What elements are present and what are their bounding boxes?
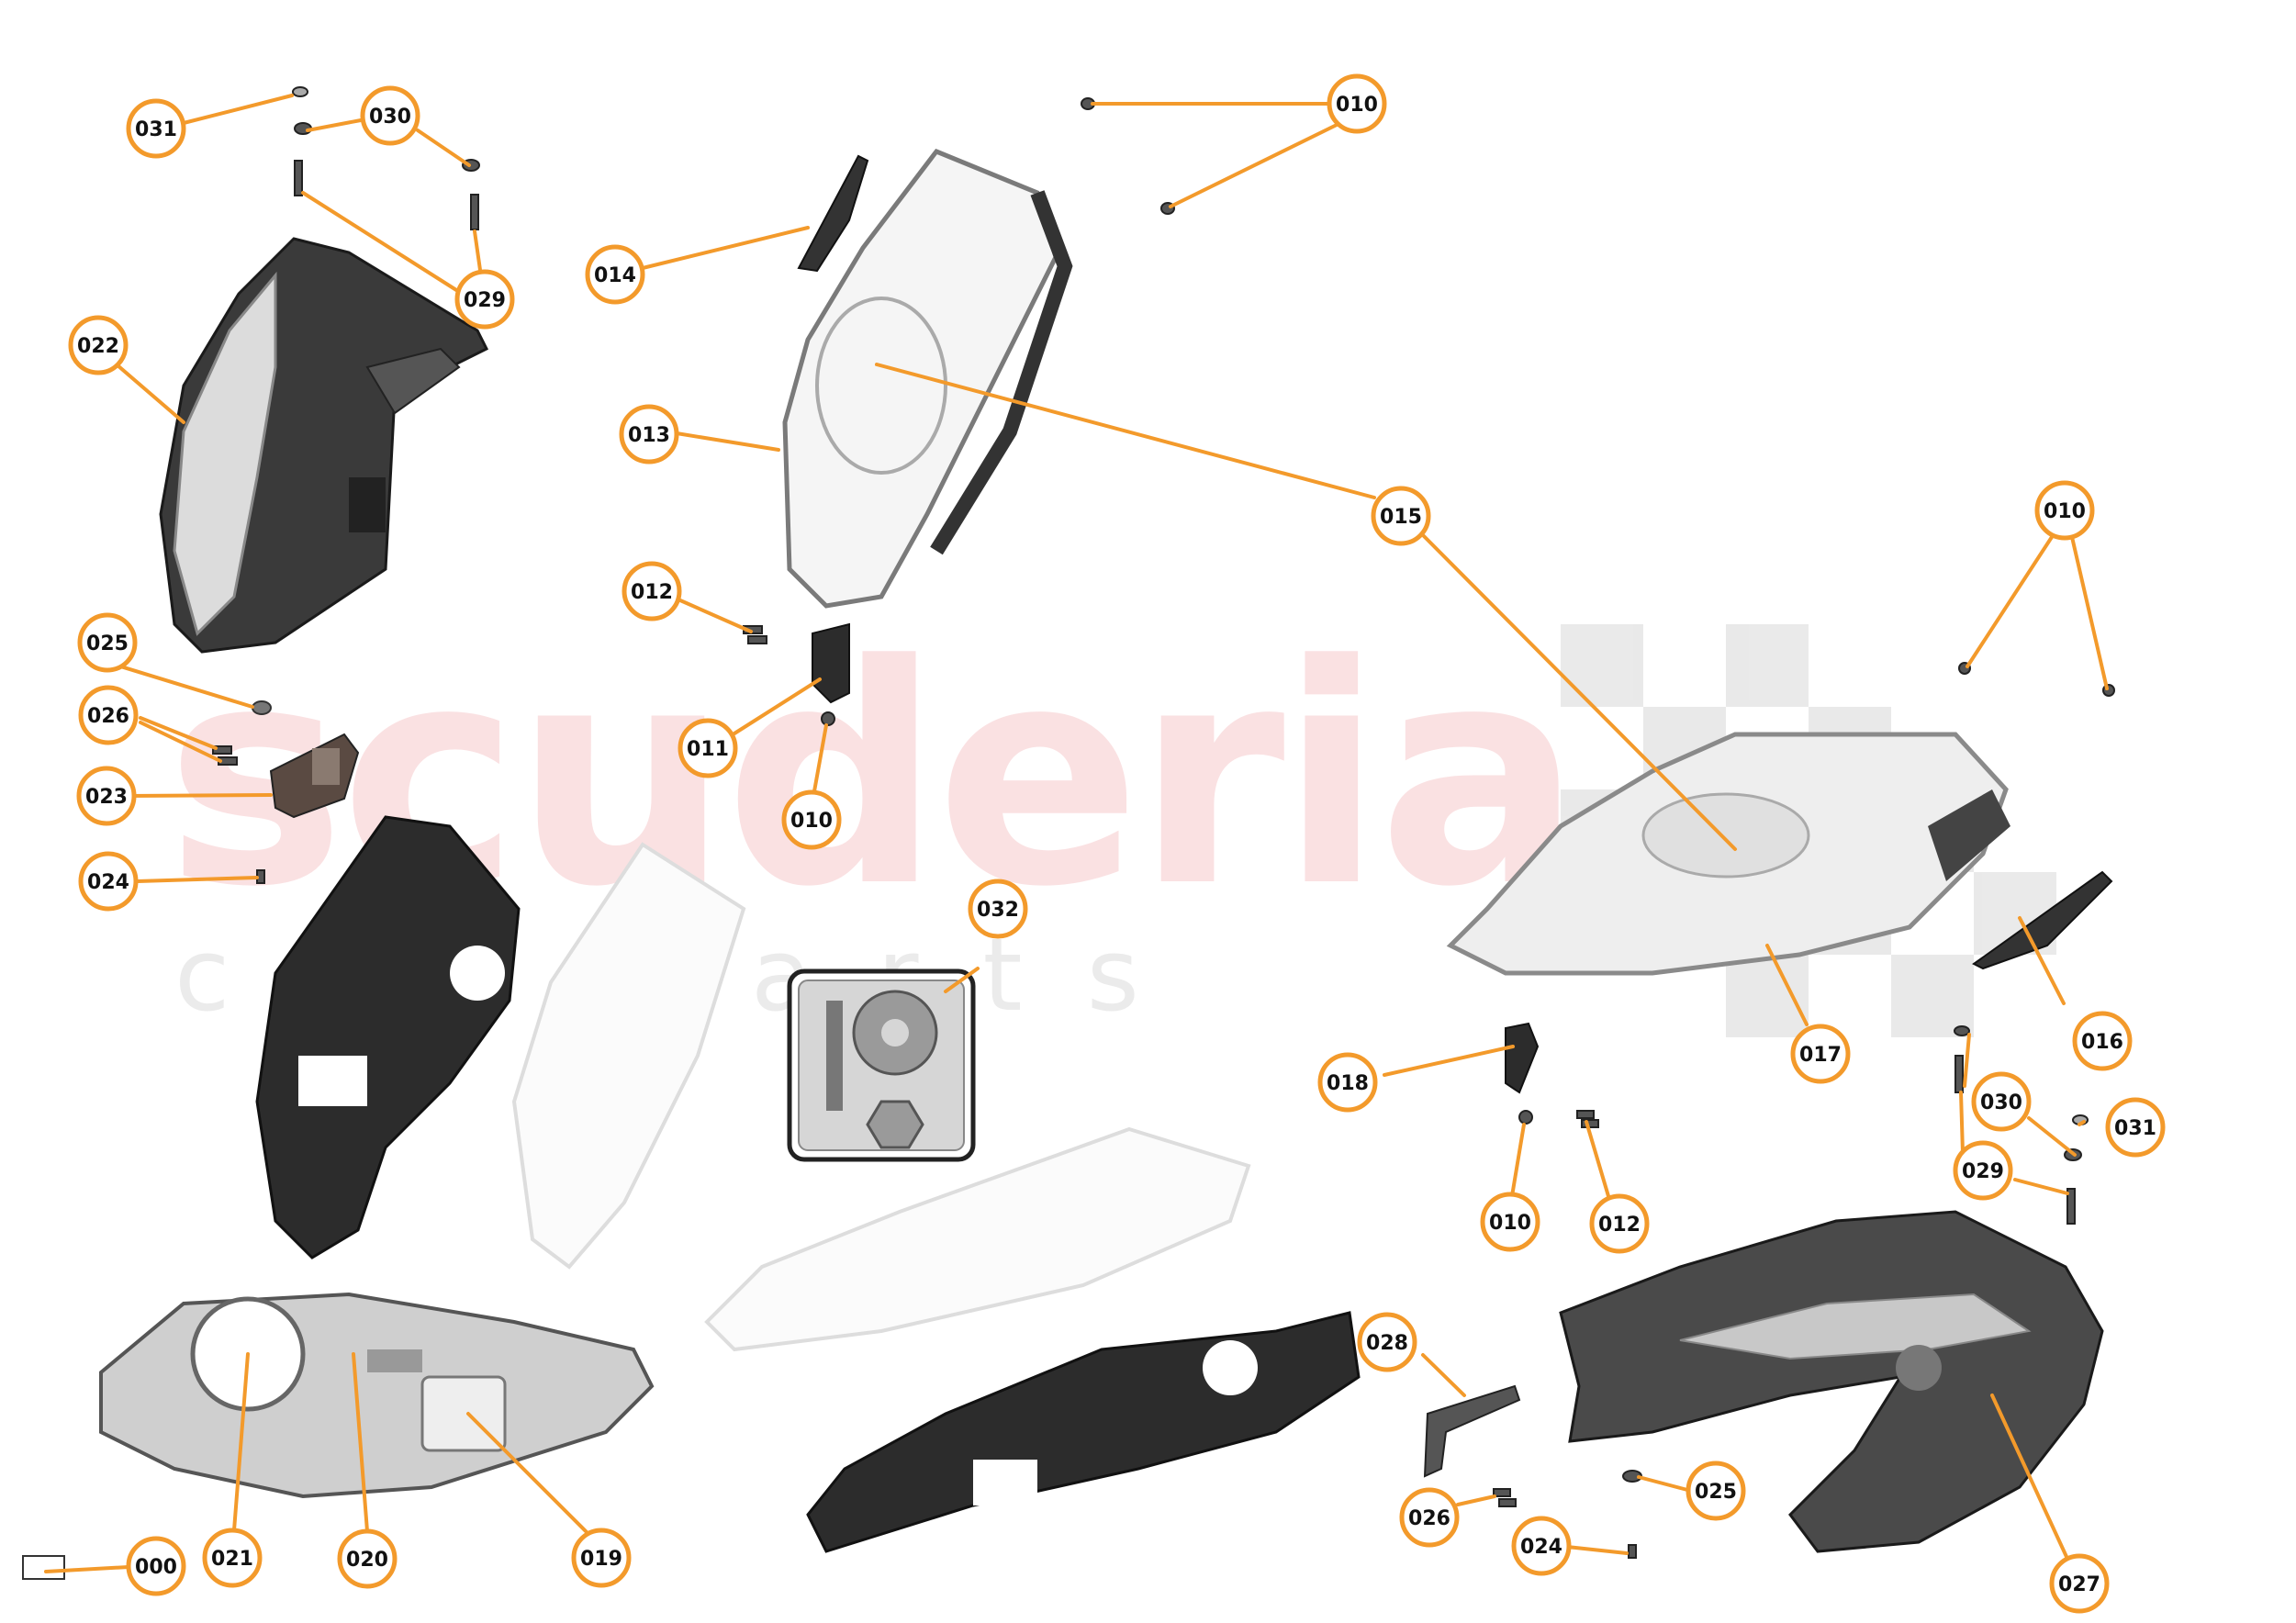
callout-014[interactable]: 014	[585, 244, 645, 305]
callout-024-a[interactable]: 024	[78, 851, 139, 912]
callout-label: 010	[2044, 500, 2086, 523]
callout-label: 029	[464, 289, 506, 312]
callout-label: 031	[2114, 1117, 2156, 1140]
callout-label: 022	[77, 335, 119, 358]
callout-026-a[interactable]: 026	[78, 685, 139, 745]
callout-030-b[interactable]: 030	[1971, 1071, 2032, 1132]
part-housing-lower	[806, 1311, 1361, 1553]
callout-label: 014	[594, 264, 636, 287]
part-014-trim	[797, 154, 869, 273]
part-housing-rear-openings	[298, 946, 505, 1106]
callout-023[interactable]: 023	[76, 766, 137, 826]
callout-028[interactable]: 028	[1357, 1312, 1417, 1372]
callout-label: 031	[135, 118, 177, 141]
callout-label: 025	[86, 632, 129, 655]
callout-015[interactable]: 015	[1371, 486, 1431, 546]
callout-label: 030	[369, 106, 411, 129]
callout-label: 016	[2081, 1031, 2123, 1054]
callout-026-b[interactable]: 026	[1399, 1487, 1460, 1548]
callout-010-c[interactable]: 010	[2034, 480, 2095, 541]
callout-016[interactable]: 016	[2072, 1011, 2133, 1071]
callout-000[interactable]: 000	[126, 1536, 186, 1596]
callout-032[interactable]: 032	[968, 879, 1028, 939]
callout-029-b[interactable]: 029	[1953, 1140, 2013, 1201]
part-housing-rear	[255, 815, 521, 1259]
part-011-bracket	[812, 622, 850, 704]
callout-025-b[interactable]: 025	[1686, 1461, 1746, 1521]
callout-010-a[interactable]: 010	[1327, 73, 1387, 134]
callout-011[interactable]: 011	[678, 718, 738, 778]
fasteners-center	[743, 97, 1175, 726]
part-028-bracket	[1423, 1384, 1521, 1478]
callout-label: 018	[1327, 1072, 1369, 1095]
callout-029-a[interactable]: 029	[454, 269, 515, 330]
callout-031-b[interactable]: 031	[2105, 1097, 2166, 1158]
callout-017[interactable]: 017	[1790, 1024, 1851, 1084]
callout-label: 019	[580, 1548, 622, 1571]
callout-030-a[interactable]: 030	[360, 85, 420, 146]
callout-022[interactable]: 022	[68, 315, 129, 375]
callout-label: 010	[1336, 94, 1378, 117]
callout-031-a[interactable]: 031	[126, 98, 186, 159]
part-023-bracket	[269, 733, 360, 819]
callout-label: 021	[211, 1548, 253, 1571]
part-022-headlamp-side	[159, 237, 489, 654]
callout-label: 011	[687, 738, 729, 761]
callout-label: 032	[977, 899, 1019, 922]
callout-label: 027	[2058, 1573, 2100, 1596]
callout-label: 026	[87, 705, 129, 728]
part-housing-lower-openings	[973, 1340, 1258, 1505]
callout-label: 010	[790, 810, 833, 833]
callout-label: 024	[1520, 1536, 1562, 1559]
part-027-headlamp-side	[1559, 1210, 2104, 1553]
callout-013[interactable]: 013	[619, 404, 679, 465]
callout-label: 012	[631, 581, 673, 604]
callouts: 031 030 029 022 025 026 023 024 010 014 …	[68, 73, 2166, 1614]
callout-label: 017	[1799, 1044, 1842, 1067]
part-016-trim	[1972, 870, 2113, 970]
fasteners-right	[1493, 662, 2115, 1559]
callout-010-d[interactable]: 010	[1480, 1192, 1540, 1252]
callout-label: 030	[1980, 1091, 2022, 1114]
callout-label: 013	[628, 424, 670, 447]
callout-020[interactable]: 020	[337, 1528, 398, 1589]
part-000-reference	[22, 1555, 65, 1580]
callout-label: 015	[1380, 506, 1422, 529]
callout-label: 023	[85, 786, 128, 809]
part-lens-ghost-lower	[704, 1126, 1251, 1352]
callout-label: 012	[1598, 1214, 1641, 1237]
part-headlamp-rear-assembly	[99, 1292, 655, 1499]
part-025-washer	[252, 700, 272, 715]
callout-label: 024	[87, 871, 129, 894]
callout-label: 029	[1962, 1160, 2004, 1183]
callout-025-a[interactable]: 025	[77, 612, 138, 673]
callout-024-b[interactable]: 024	[1511, 1516, 1572, 1576]
part-017-headlamp	[1446, 732, 2010, 976]
callout-label: 025	[1695, 1481, 1737, 1504]
callout-012-b[interactable]: 012	[1589, 1193, 1650, 1254]
callout-label: 026	[1408, 1507, 1450, 1530]
callout-leaders	[44, 94, 2109, 1573]
part-lens-ghost-upper	[511, 842, 746, 1270]
callout-012-a[interactable]: 012	[622, 561, 682, 621]
part-013-headlamp-lens	[782, 148, 1073, 609]
callout-label: 020	[346, 1549, 388, 1572]
callout-010-b[interactable]: 010	[781, 789, 842, 850]
parts	[22, 86, 2115, 1580]
callout-021[interactable]: 021	[202, 1528, 263, 1588]
service-kit-icon	[787, 968, 976, 1162]
callout-label: 010	[1489, 1212, 1531, 1235]
callout-019[interactable]: 019	[571, 1528, 632, 1588]
callout-027[interactable]: 027	[2049, 1553, 2110, 1614]
part-018-bracket	[1505, 1022, 1540, 1094]
callout-label: 000	[135, 1556, 177, 1579]
callout-label: 028	[1366, 1332, 1408, 1355]
callout-018[interactable]: 018	[1317, 1052, 1378, 1113]
